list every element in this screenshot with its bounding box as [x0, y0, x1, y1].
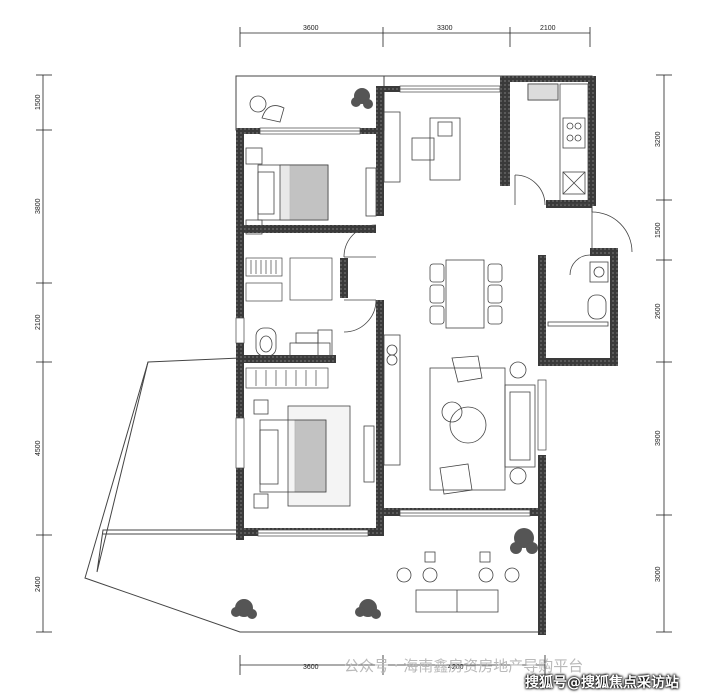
- plants: [231, 88, 538, 619]
- dim-right-1: 3200: [655, 131, 662, 147]
- terrace: [396, 551, 520, 613]
- windows: [235, 85, 547, 537]
- bedroom-2: [253, 399, 375, 509]
- dimension-lines: [36, 27, 672, 675]
- bathroom-1: [547, 261, 609, 327]
- dim-left-5: 2400: [35, 576, 42, 592]
- dim-top-3: 2100: [540, 25, 556, 32]
- bathroom-2: [255, 327, 333, 358]
- living-room: [429, 355, 536, 495]
- tv-console: [383, 334, 401, 466]
- wardrobe-1: [245, 257, 333, 302]
- dim-bottom-2: 4200: [448, 664, 464, 671]
- watermark-site: 搜狐号@搜狐焦点采访站: [525, 675, 679, 691]
- watermark-channel: 公众号 · 海南鑫房资房地产导购平台: [344, 657, 584, 675]
- kitchen: [527, 83, 589, 205]
- dim-right-3: 2600: [655, 303, 662, 319]
- dim-left-1: 1500: [35, 94, 42, 110]
- west-balcony: [84, 357, 545, 633]
- dim-right-2: 1500: [655, 222, 662, 238]
- dim-right-4: 3900: [655, 430, 662, 446]
- study: [383, 111, 461, 183]
- dim-left-2: 3800: [35, 198, 42, 214]
- dim-top-2: 3300: [437, 25, 453, 32]
- bedroom-1: [245, 147, 377, 235]
- dim-right-5: 3000: [655, 566, 662, 582]
- wardrobe-2: [245, 367, 329, 389]
- dining-set: [429, 259, 503, 329]
- dim-left-4: 4500: [35, 440, 42, 456]
- doors: [343, 174, 633, 333]
- dimension-labels: 3600 3300 2100 3600 4200 1500 3800 2100 …: [35, 25, 662, 671]
- dim-top-1: 3600: [303, 25, 319, 32]
- dim-left-3: 2100: [35, 314, 42, 330]
- north-balcony-chair: [249, 95, 285, 123]
- dim-bottom-1: 3600: [303, 664, 319, 671]
